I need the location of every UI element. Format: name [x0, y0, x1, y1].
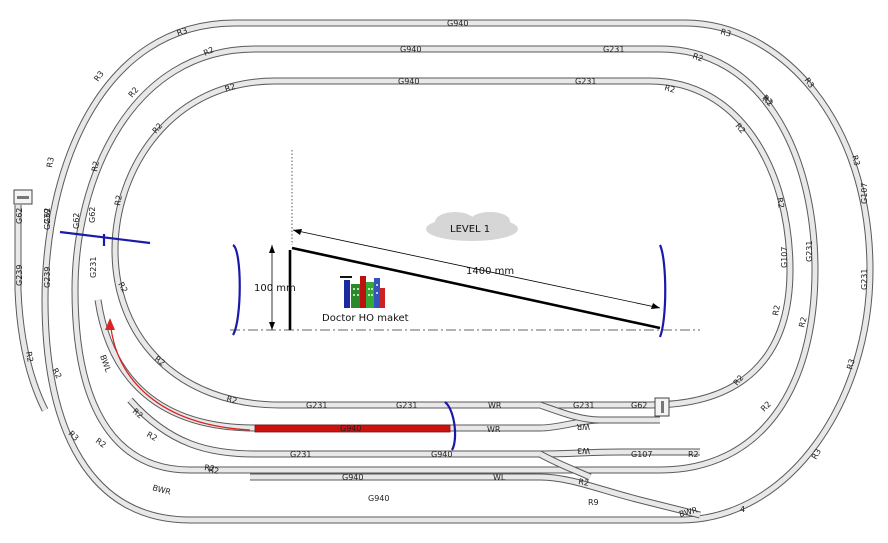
mid-left-g231-label: G231 — [89, 257, 98, 278]
length-label: 1400 mm — [466, 266, 514, 277]
level-marker-yard — [444, 401, 457, 451]
highlight-track-segment — [254, 424, 451, 433]
inner-left-bwl-label: BWL — [98, 354, 113, 374]
doctor-ho-logo — [340, 276, 385, 308]
mid-left-r2c-label: R2 — [94, 436, 108, 449]
yard4-g940-label: G940 — [342, 473, 363, 482]
level-label: LEVEL 1 — [450, 224, 490, 235]
mid-top-r2b-label: R2 — [691, 51, 704, 63]
mid-top-r2a-label: R2 — [202, 45, 215, 58]
yard3-g940-label: G940 — [431, 450, 452, 459]
mid-bottom-r2b-label: R2 — [204, 463, 216, 473]
yard2-wr2-label: WR — [576, 422, 590, 431]
yard2-wr-label: WR — [487, 425, 501, 434]
mid-right-r2b-label: R2 — [759, 400, 773, 414]
yard3-g231-label: G231 — [290, 450, 311, 459]
logo-text: Doctor HO maket — [322, 313, 409, 324]
inner-right-g107-label: G107 — [780, 247, 789, 268]
yard1-g62-label: G62 — [631, 401, 647, 410]
mid-right-r2-label: R2 — [797, 316, 808, 329]
outer-right-g231-label: G231 — [860, 269, 869, 290]
mid-left-r2-label: R2 — [90, 160, 101, 172]
outer-right-r3b-label: R3 — [850, 154, 861, 167]
yard2-g940-label: G940 — [340, 424, 361, 433]
inner-top-g231-label: G231 — [575, 77, 596, 86]
inner-left-g62-label: G62 — [88, 207, 97, 223]
mid-left-g62-label: G62 — [72, 213, 81, 229]
outer-right-r3c-label: R3 — [845, 358, 856, 371]
bottom-g940-label: G940 — [368, 494, 389, 503]
inner-loop — [111, 77, 794, 409]
outer-left-r3-label: R3 — [92, 69, 105, 83]
height-label: 100 mm — [254, 283, 296, 294]
ramp-diagram — [230, 150, 700, 331]
yard3-w3-label: W3 — [577, 446, 590, 455]
mid-left-g239-label: G239 — [43, 209, 52, 230]
yard1-wr-label: WR — [488, 401, 502, 410]
outer-left-g62-label: G62 — [43, 208, 52, 224]
middle-loop — [71, 45, 819, 474]
level-cloud — [426, 212, 518, 241]
outer-top-g940-label: G940 — [447, 19, 468, 28]
inner-left-r2b-label: R2 — [113, 194, 124, 206]
mid-top-g940-label: G940 — [400, 45, 421, 54]
height-marker-right — [658, 244, 667, 338]
yard4-wl-label: WL — [493, 473, 506, 482]
outer-left-g239-label: G239 — [43, 267, 52, 288]
outer-top-r3-right-label: R3 — [719, 27, 732, 38]
inner-top-g940-label: G940 — [398, 77, 419, 86]
outer-left-g62-label-b: G62 — [15, 208, 24, 224]
outer-loop — [41, 19, 874, 524]
bottom-r9-label: R9 — [588, 498, 599, 507]
inner-right-r2b-label: R2 — [775, 197, 786, 209]
yard2-r2-label: R2 — [145, 430, 159, 443]
outer-left-r2-label: R2 — [24, 351, 35, 363]
outer-right-g107-label: G107 — [860, 183, 869, 204]
track-labels: G940 R3 R3 R3 R3 G62 G239 R2 R3 BWR R3 R… — [15, 19, 869, 519]
outer-left-r3b-label: R3 — [45, 156, 56, 168]
level-marker-top-left — [59, 230, 151, 246]
mid-bottom-r2-label: R2 — [688, 450, 699, 459]
direction-arrow — [105, 318, 251, 431]
outer-left-g239-label-b: G239 — [15, 265, 24, 286]
inner-top-r2b-label: R2 — [663, 83, 676, 94]
yard4-r2-label: R2 — [578, 477, 590, 488]
yard3-g107-label: G107 — [631, 450, 652, 459]
yard-tracks — [14, 205, 701, 519]
inner-bottom-r2-label: R2 — [225, 394, 238, 405]
mid-top-g231-label: G231 — [603, 45, 624, 54]
yard1-g231b-label: G231 — [396, 401, 417, 410]
inner-right-r2c-label: R2 — [771, 304, 782, 316]
bottom-4-label: 4 — [740, 505, 745, 514]
height-marker-left — [232, 244, 241, 336]
mid-right-g231-label: G231 — [805, 241, 814, 262]
inner-top-r2a-label: R2 — [224, 82, 237, 94]
yard1-g231c-label: G231 — [573, 401, 594, 410]
outer-bottom-bwr-label: BWR — [151, 483, 172, 497]
yard3-r2-label: R2 — [208, 465, 220, 476]
outer-top-r3-left-label: R3 — [176, 26, 189, 38]
yard1-g231a-label: G231 — [306, 401, 327, 410]
